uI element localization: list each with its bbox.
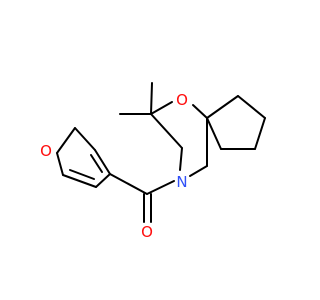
bond-cp2-cp3 bbox=[254, 117, 266, 150]
bond-n-ch2-left bbox=[179, 147, 183, 171]
bond-furan-c2-o bbox=[56, 127, 76, 154]
carbonyl-oxygen-label: O bbox=[141, 223, 153, 241]
atom-labels: O O O N bbox=[40, 91, 188, 241]
bond-furan-c5-c4 bbox=[62, 174, 97, 188]
bond-furan-carbonyl bbox=[109, 173, 148, 195]
bond-cp1-cp2 bbox=[237, 95, 266, 119]
bond-cp4-spiro bbox=[206, 117, 222, 150]
bond-spiro-cp1 bbox=[206, 95, 239, 119]
bond-furan-c3-c2-inner bbox=[90, 154, 103, 173]
bond-cme2-methyl-b bbox=[150, 82, 153, 115]
bond-furan-o-c5 bbox=[56, 152, 64, 176]
bonds bbox=[56, 82, 266, 223]
bond-furan-c5-c4-inner bbox=[69, 169, 95, 180]
bond-furan-c4-c3 bbox=[95, 173, 111, 188]
bond-ch2-cme2 bbox=[150, 113, 183, 149]
furan-oxygen-label: O bbox=[40, 142, 52, 160]
amide-nitrogen-label: N bbox=[176, 173, 187, 191]
molecule-structure: O O O N bbox=[40, 82, 266, 241]
bond-cme2-o bbox=[150, 101, 173, 115]
bond-carbonyl-n bbox=[146, 180, 175, 195]
bond-furan-methyl bbox=[74, 127, 96, 151]
bond-ch2-n bbox=[189, 165, 208, 177]
bond-o-spiro bbox=[192, 104, 208, 119]
bond-furan-c3-c2 bbox=[94, 149, 111, 175]
ring-oxygen-label: O bbox=[176, 91, 188, 109]
